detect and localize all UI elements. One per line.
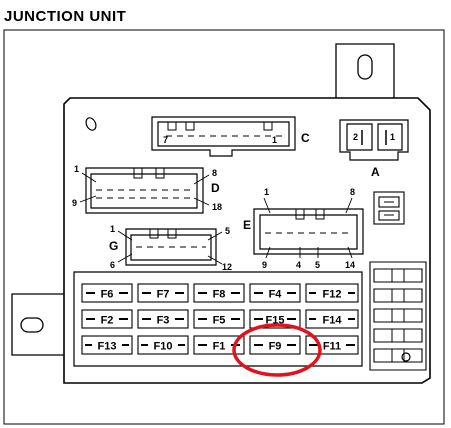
fuse-label: F13 xyxy=(98,341,117,353)
fuse-label: F8 xyxy=(213,289,226,301)
fuse-label: F3 xyxy=(157,315,170,327)
fuse-label: F9 xyxy=(269,341,282,353)
connector-d xyxy=(79,167,210,214)
fuse-label: F4 xyxy=(269,289,283,301)
fuse-f7: F7 xyxy=(137,283,189,303)
connector-c-label: C xyxy=(301,131,310,145)
fuse-block xyxy=(73,271,363,367)
fuse-f4: F4 xyxy=(249,283,301,303)
connector-d-pin-18: 18 xyxy=(212,202,222,212)
connector-g-pin-6: 6 xyxy=(110,260,115,270)
connector-e-pin-4: 4 xyxy=(296,260,301,270)
fuse-f14: F14 xyxy=(305,309,359,329)
connector-a xyxy=(339,119,409,161)
connector-g-pin-1: 1 xyxy=(110,224,115,234)
fuse-label: F2 xyxy=(101,315,114,327)
fuse-f1: F1 xyxy=(193,335,245,355)
connector-d-pin-8: 8 xyxy=(212,168,217,178)
connector-d-pin-9: 9 xyxy=(72,198,77,208)
connector-c-pin-left: 7 xyxy=(163,135,168,145)
connector-e-pin-8: 8 xyxy=(350,187,355,197)
fuse-label: F12 xyxy=(323,289,342,301)
mounting-hole xyxy=(85,117,411,362)
fuse-f9: F9 xyxy=(249,335,301,355)
fuse-label: F10 xyxy=(154,341,173,353)
fuse-f8: F8 xyxy=(193,283,245,303)
connector-e-pin-9: 9 xyxy=(262,260,267,270)
fuse-label: F14 xyxy=(323,315,343,327)
connector-g-label: G xyxy=(109,239,118,253)
connector-e-pin-14: 14 xyxy=(345,260,355,270)
connector-a-label: A xyxy=(371,165,380,179)
connector-d-pin-1: 1 xyxy=(74,164,79,174)
page-title: JUNCTION UNIT xyxy=(4,8,127,25)
connector-d-label: D xyxy=(211,181,220,195)
connector-e-pin-1: 1 xyxy=(264,187,269,197)
fuse-label: F11 xyxy=(323,341,341,353)
connector-g-pin-12: 12 xyxy=(222,262,232,272)
fuse-label: F7 xyxy=(157,289,170,301)
fuse-label: F1 xyxy=(213,341,226,353)
left-mounting-bracket xyxy=(11,293,64,356)
connector-a-pin-1: 1 xyxy=(390,132,395,142)
highlight-circle-f9 xyxy=(232,323,322,377)
fuse-f2: F2 xyxy=(81,309,133,329)
connector-e-pin-5: 5 xyxy=(315,260,320,270)
fuse-f3: F3 xyxy=(137,309,189,329)
connector-c-pin-right: 1 xyxy=(272,135,277,145)
fuse-f13: F13 xyxy=(81,335,133,355)
connector-g-pin-5: 5 xyxy=(225,226,230,236)
fuse-f5: F5 xyxy=(193,309,245,329)
relay-symbol xyxy=(373,191,405,225)
fuse-row-2: F2 F3 F5 F15 F14 xyxy=(81,309,359,329)
fuse-label: F6 xyxy=(101,289,114,301)
outer-frame xyxy=(3,29,445,425)
fuse-f15: F15 xyxy=(249,309,301,329)
fuse-f12: F12 xyxy=(305,283,359,303)
fuse-row-1: F6 F7 F8 F4 F12 xyxy=(81,283,359,303)
connector-a-pin-2: 2 xyxy=(353,132,358,142)
fuse-label: F5 xyxy=(213,315,226,327)
fuse-f6: F6 xyxy=(81,283,133,303)
top-mounting-bracket xyxy=(335,43,395,103)
connector-g xyxy=(117,228,223,266)
fuse-f10: F10 xyxy=(137,335,189,355)
connector-e xyxy=(253,197,364,259)
connector-c xyxy=(151,116,296,157)
connector-e-label: E xyxy=(243,218,251,232)
side-fuse-stack xyxy=(369,261,427,371)
